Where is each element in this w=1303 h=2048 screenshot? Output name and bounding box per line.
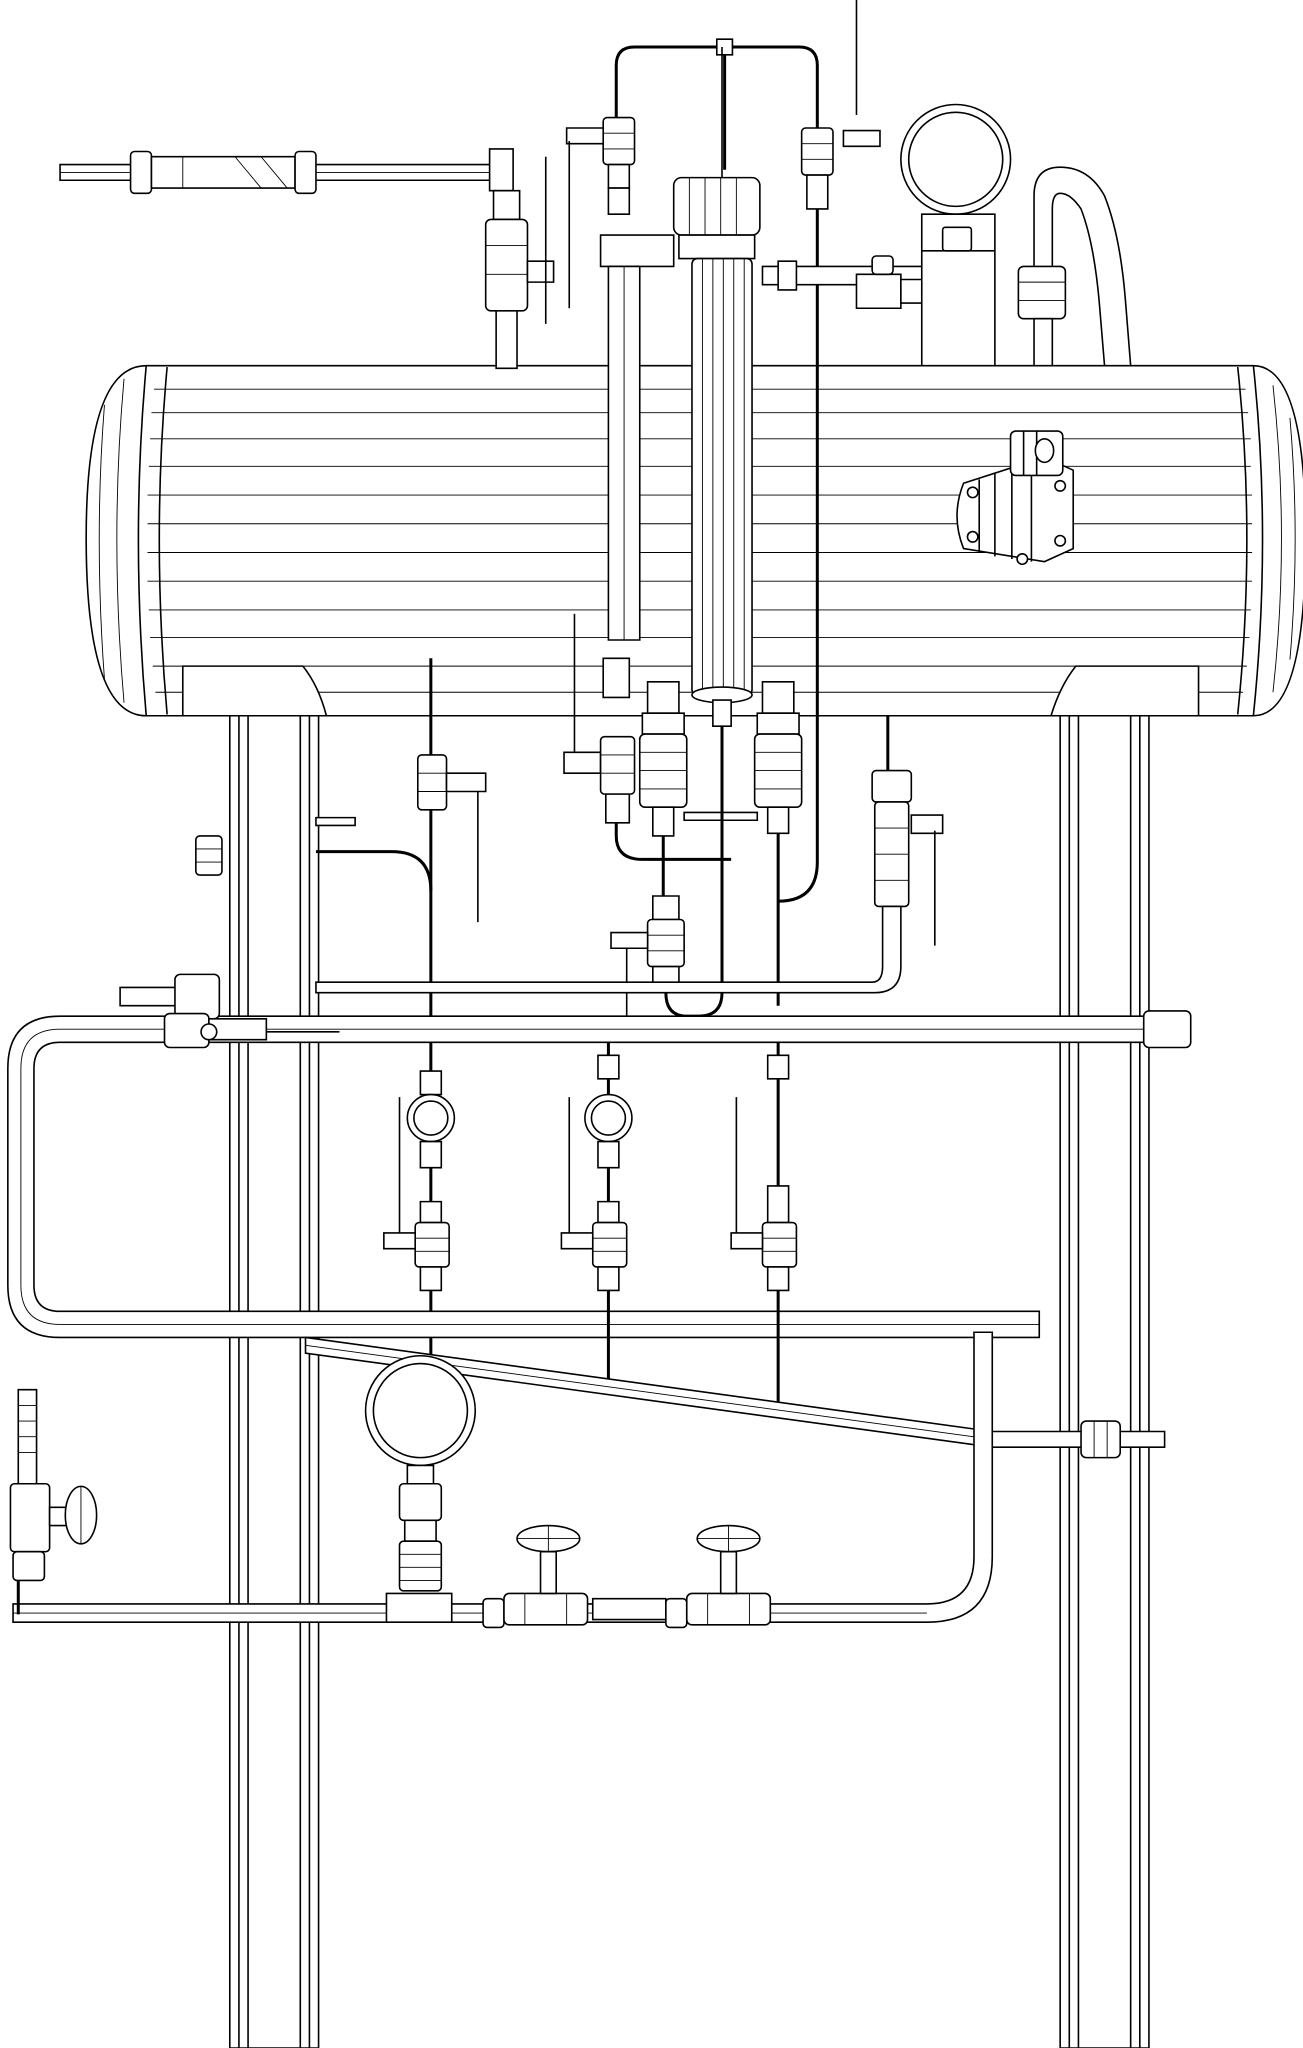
branch-line-center (561, 1042, 632, 1384)
top-right-bent-tube (1018, 167, 1130, 366)
pressure-gauge-bottom (366, 1356, 476, 1591)
left-header-valve (120, 974, 339, 1047)
bottom-header-pipe (13, 1332, 992, 1627)
tank-flange-nozzle (957, 431, 1073, 564)
handwheel-valve-right (697, 1526, 760, 1594)
top-left-fitting-stack (567, 118, 674, 640)
top-left-inlet-line (60, 149, 554, 368)
handwheel-valve-left (517, 1526, 580, 1594)
left-angle-valve (10, 1390, 96, 1615)
left-wall-fitting (196, 836, 222, 875)
right-support-leg (1060, 712, 1149, 2048)
right-branch-valve (316, 716, 943, 993)
branch-line-left (384, 1071, 455, 1290)
left-branch-valve (316, 658, 486, 1358)
top-tube-loop (616, 0, 856, 170)
tank-saddles (183, 666, 1199, 716)
center-fitting-stack (564, 614, 802, 1016)
branch-line-right (731, 1042, 796, 1410)
filter-housing (674, 47, 760, 726)
left-support-leg (230, 712, 319, 2048)
support-legs (230, 712, 1149, 2048)
pressure-gauge-top (901, 104, 1011, 365)
